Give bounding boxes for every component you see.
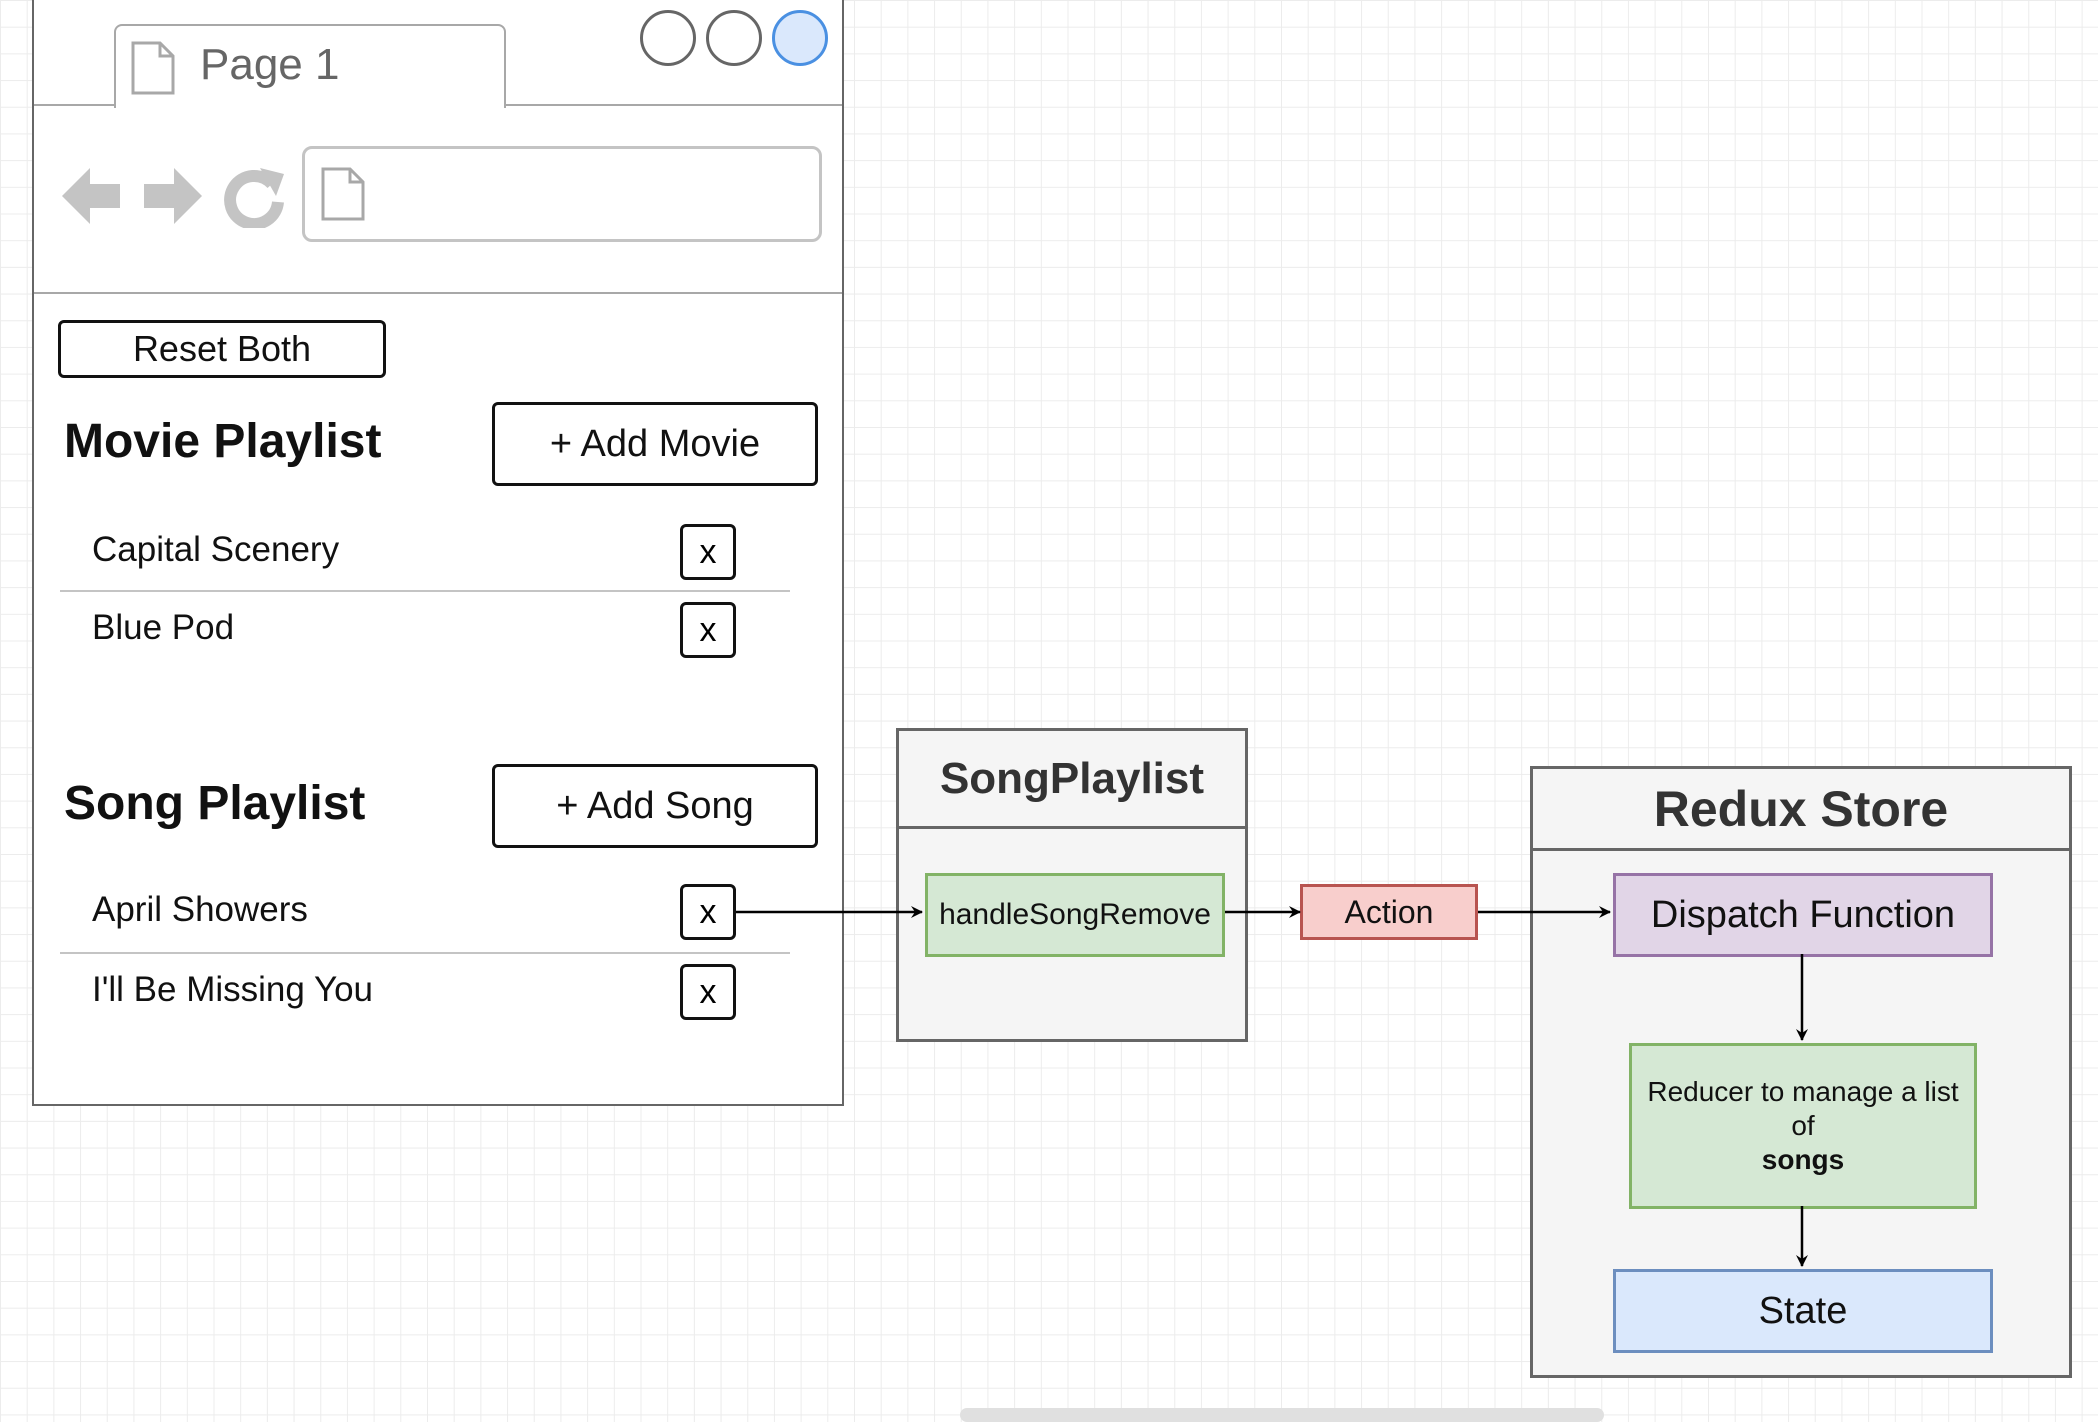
reset-both-button[interactable]: Reset Both [58, 320, 386, 378]
window-maximize-button[interactable] [706, 10, 762, 66]
song-item-label: I'll Be Missing You [92, 970, 374, 1009]
reducer-text: Reducer to manage a list of [1647, 1076, 1959, 1141]
action-node: Action [1300, 884, 1478, 940]
reload-icon[interactable] [224, 166, 286, 228]
window-close-button[interactable] [772, 10, 828, 66]
tab-title: Page 1 [200, 40, 340, 89]
horizontal-scrollbar[interactable] [960, 1408, 1604, 1422]
forward-arrow-icon[interactable] [142, 164, 204, 228]
redux-store-title: Redux Store [1533, 769, 2069, 851]
browser-tab[interactable] [114, 24, 506, 108]
song-playlist-heading: Song Playlist [64, 777, 366, 830]
movie-item-label: Blue Pod [92, 608, 235, 647]
movie-item-label: Capital Scenery [92, 530, 340, 569]
remove-song-button[interactable]: x [680, 964, 736, 1020]
browser-window-mockup: Page 1 Reset Both Movie Playlist + Add M… [32, 0, 844, 1106]
reducer-node: Reducer to manage a list of songs [1629, 1043, 1977, 1209]
handle-song-remove-node: handleSongRemove [925, 873, 1225, 957]
add-movie-button[interactable]: + Add Movie [492, 402, 818, 486]
page-icon [131, 41, 175, 95]
list-separator [60, 590, 790, 592]
reducer-bold-text: songs [1761, 1144, 1845, 1175]
state-node: State [1613, 1269, 1993, 1353]
address-page-icon [321, 167, 365, 221]
toolbar-divider [34, 292, 842, 294]
redux-store-container: Redux Store Dispatch Function Reducer to… [1530, 766, 2072, 1378]
song-playlist-component: SongPlaylist handleSongRemove [896, 728, 1248, 1042]
list-separator [60, 952, 790, 954]
back-arrow-icon[interactable] [60, 164, 122, 228]
remove-song-button[interactable]: x [680, 884, 736, 940]
song-item-label: April Showers [92, 890, 308, 929]
dispatch-function-node: Dispatch Function [1613, 873, 1993, 957]
add-song-button[interactable]: + Add Song [492, 764, 818, 848]
window-minimize-button[interactable] [640, 10, 696, 66]
movie-playlist-heading: Movie Playlist [64, 415, 382, 468]
song-playlist-title: SongPlaylist [899, 731, 1245, 829]
address-bar[interactable] [302, 146, 822, 242]
remove-movie-button[interactable]: x [680, 524, 736, 580]
remove-movie-button[interactable]: x [680, 602, 736, 658]
